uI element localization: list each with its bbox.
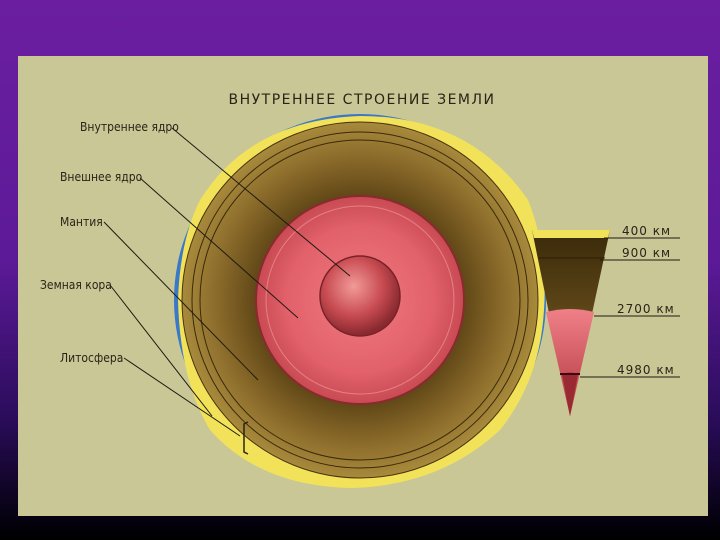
leader-lithosphere	[123, 357, 241, 437]
lithosphere-boundary	[191, 131, 529, 469]
depth-label-400: 400 км	[622, 224, 671, 238]
leader-mantle	[103, 221, 259, 381]
depth-label-4980: 4980 км	[617, 363, 675, 377]
diagram-title: ВНУТРЕННЕЕ СТРОЕНИЕ ЗЕМЛИ	[228, 92, 495, 108]
inner-core	[319, 255, 401, 337]
label-crust: Земная кора	[40, 278, 112, 292]
wedge-inner-core	[562, 372, 578, 416]
mantle-boundary	[199, 139, 521, 461]
depth-label-2700: 2700 км	[617, 302, 675, 316]
label-lithosphere: Литосфера	[60, 351, 123, 365]
globe	[174, 114, 546, 488]
outer-core-inner-ring	[265, 205, 455, 395]
wedge-crust	[532, 230, 610, 238]
label-outer-core: Внешнее ядро	[60, 170, 143, 184]
label-mantle: Мантия	[60, 215, 103, 229]
label-inner-core: Внутреннее ядро	[80, 120, 179, 134]
wedge-outer-core	[546, 309, 594, 416]
leader-crust	[109, 284, 213, 417]
leader-lines	[103, 127, 351, 437]
cross-section-wedge	[532, 230, 610, 416]
leader-outer-core	[139, 177, 299, 319]
leader-inner-core	[171, 127, 351, 277]
depth-label-900: 900 км	[622, 246, 671, 260]
depth-leaders	[580, 237, 680, 378]
lithosphere-bracket	[243, 421, 249, 455]
